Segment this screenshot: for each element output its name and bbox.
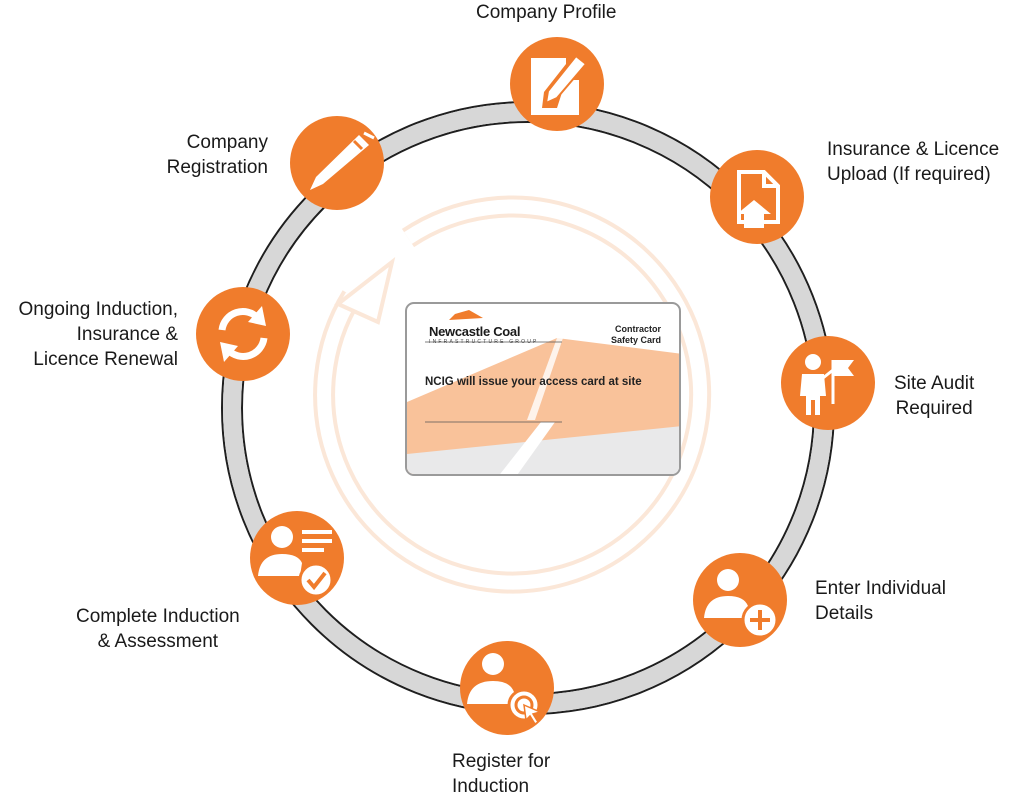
pen-icon — [310, 131, 375, 190]
label-insurance-licence-upload: Insurance & Licence Upload (If required) — [827, 137, 999, 187]
step-register-induction-node — [460, 641, 554, 735]
label-line: Insurance & Licence — [827, 139, 1000, 160]
step-complete-induction-node — [250, 511, 344, 605]
person-flag-icon — [800, 354, 854, 415]
label-register-induction: Register for Induction — [452, 749, 550, 799]
label-site-audit: Site Audit Required — [894, 371, 974, 421]
label-line: Site Audit — [894, 373, 975, 394]
user-add-icon — [704, 569, 779, 639]
card-message: NCIG will issue your access card at site — [425, 376, 642, 388]
step-ongoing-renewal-node — [196, 287, 290, 381]
label-line: Induction — [452, 776, 530, 797]
label-line: Registration — [166, 157, 268, 178]
card-type-line: Safety Card — [610, 335, 661, 345]
label-complete-induction: Complete Induction & Assessment — [76, 604, 240, 654]
user-cursor-icon — [467, 653, 543, 726]
step-insurance-licence-upload-node — [710, 150, 804, 244]
label-line: Details — [815, 603, 874, 624]
label-line: Ongoing Induction, — [18, 299, 178, 320]
label-line: Enter Individual — [815, 578, 946, 599]
logo-mark-icon — [449, 310, 483, 320]
document-pen-icon — [531, 54, 588, 115]
label-line: Required — [895, 398, 973, 419]
card-type-line: Contractor — [614, 324, 661, 334]
file-upload-icon — [737, 170, 780, 228]
label-enter-individual-details: Enter Individual Details — [815, 576, 946, 626]
refresh-icon — [218, 306, 268, 362]
label-line: Upload (If required) — [827, 164, 991, 185]
label-line: Complete Induction — [76, 606, 240, 627]
step-company-profile-node — [510, 37, 604, 131]
step-company-registration-node — [290, 116, 384, 210]
step-site-audit-node — [781, 336, 875, 430]
card-logo-text: Newcastle Coal — [429, 324, 521, 339]
card-logo-subtitle: INFRASTRUCTURE GROUP — [429, 339, 539, 345]
label-line: & Assessment — [97, 631, 219, 652]
label-line: Company — [186, 132, 268, 153]
card-background — [407, 310, 679, 474]
contractor-safety-card: Newcastle Coal INFRASTRUCTURE GROUP Cont… — [405, 302, 681, 476]
label-ongoing-renewal: Ongoing Induction, Insurance & Licence R… — [18, 297, 178, 372]
label-company-profile: Company Profile — [476, 0, 616, 25]
label-line: Insurance & — [76, 324, 178, 345]
label-company-registration: Company Registration — [167, 130, 268, 180]
label-line: Register for — [452, 751, 551, 772]
label-line: Company Profile — [476, 2, 617, 23]
faded-cycle-arrow — [313, 195, 712, 594]
user-checklist-icon — [258, 526, 334, 598]
step-enter-individual-details-node — [693, 553, 787, 647]
label-line: Licence Renewal — [33, 349, 178, 370]
card-type: Contractor Safety Card — [611, 324, 661, 346]
